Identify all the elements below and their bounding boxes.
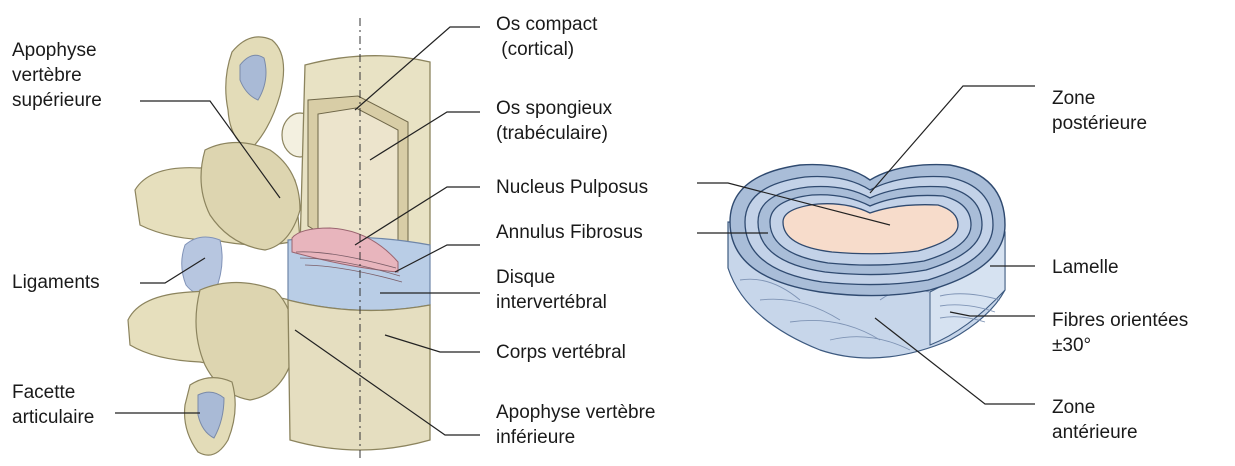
label-line: Nucleus Pulposus <box>496 175 648 200</box>
label-lamelle: Lamelle <box>1052 255 1119 280</box>
spine-illustration <box>115 18 480 460</box>
label-line: Lamelle <box>1052 255 1119 280</box>
label-line: (trabéculaire) <box>496 121 612 146</box>
label-annulus-fibrosus: Annulus Fibrosus <box>496 220 643 245</box>
label-line: postérieure <box>1052 111 1147 136</box>
label-line: Facette <box>12 380 94 405</box>
label-zone-anterieure: Zone antérieure <box>1052 395 1138 445</box>
label-facette-articulaire: Facette articulaire <box>12 380 94 430</box>
label-ligaments: Ligaments <box>12 270 100 295</box>
label-line: antérieure <box>1052 420 1138 445</box>
label-zone-posterieure: Zone postérieure <box>1052 86 1147 136</box>
label-line: Zone <box>1052 86 1147 111</box>
label-line: Apophyse <box>12 38 102 63</box>
label-line: Apophyse vertèbre <box>496 400 656 425</box>
label-line: intervertébral <box>496 290 607 315</box>
label-fibres-orientees: Fibres orientées ±30° <box>1052 308 1188 358</box>
label-os-compact: Os compact (cortical) <box>496 12 597 62</box>
label-apophyse-superieure: Apophyse vertèbre supérieure <box>12 38 102 113</box>
label-line: supérieure <box>12 88 102 113</box>
label-line: Zone <box>1052 395 1138 420</box>
label-os-spongieux: Os spongieux (trabéculaire) <box>496 96 612 146</box>
label-corps-vertebral: Corps vertébral <box>496 340 626 365</box>
label-line: Disque <box>496 265 607 290</box>
label-line: (cortical) <box>496 37 597 62</box>
label-line: Fibres orientées <box>1052 308 1188 333</box>
label-line: articulaire <box>12 405 94 430</box>
label-line: vertèbre <box>12 63 102 88</box>
label-apophyse-inferieure: Apophyse vertèbre inférieure <box>496 400 656 450</box>
label-disque-intervertebral: Disque intervertébral <box>496 265 607 315</box>
disc-illustration <box>697 86 1035 404</box>
label-line: Ligaments <box>12 270 100 295</box>
label-line: Os spongieux <box>496 96 612 121</box>
label-line: Annulus Fibrosus <box>496 220 643 245</box>
label-line: Corps vertébral <box>496 340 626 365</box>
label-line: ±30° <box>1052 333 1188 358</box>
label-nucleus-pulposus: Nucleus Pulposus <box>496 175 648 200</box>
label-line: inférieure <box>496 425 656 450</box>
label-line: Os compact <box>496 12 597 37</box>
